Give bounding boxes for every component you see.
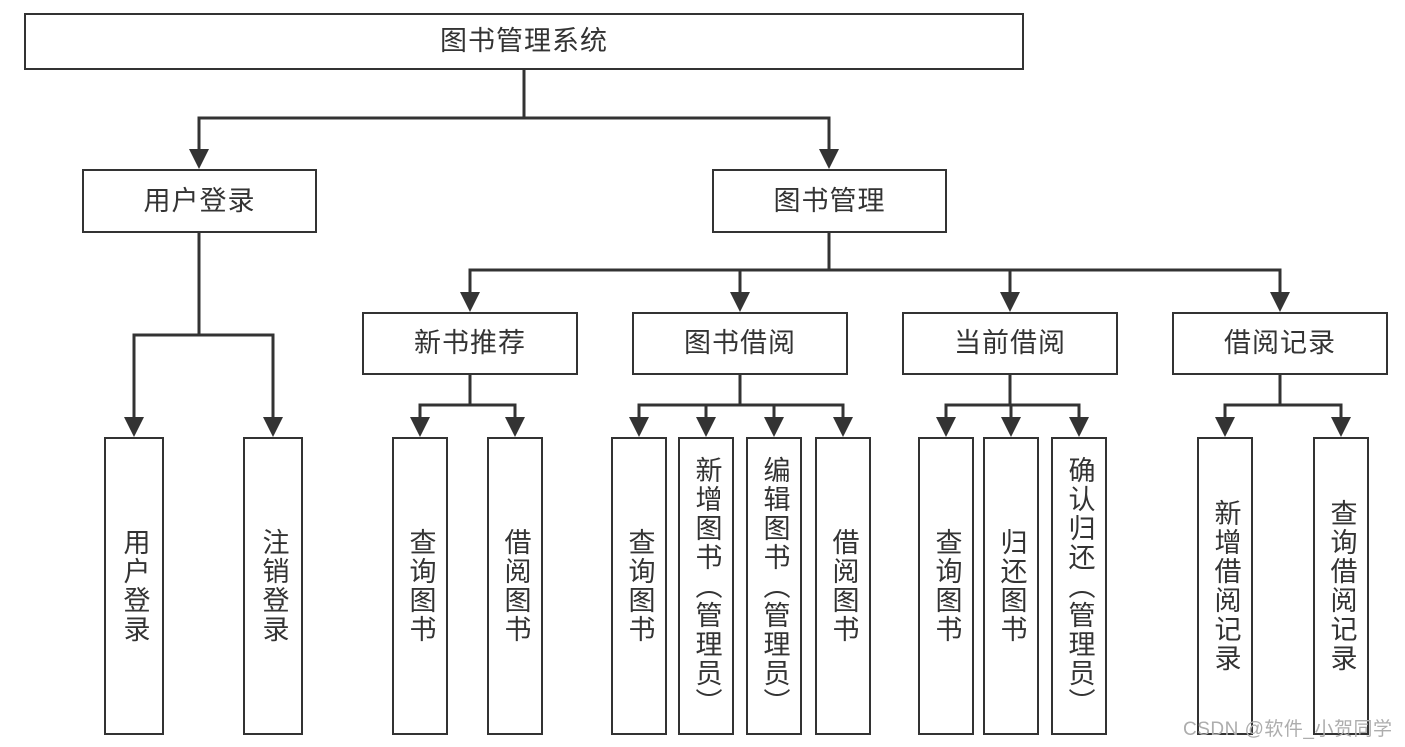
node-user-login-action: 用户登录 <box>104 437 164 735</box>
arrowhead <box>189 149 209 169</box>
node-user-login: 用户登录 <box>82 169 317 233</box>
node-bookborrow-borrow-books: 借阅图书 <box>815 437 871 735</box>
node-newbook-borrow-books: 借阅图书 <box>487 437 543 735</box>
arrowhead <box>936 417 956 437</box>
arrowhead <box>629 417 649 437</box>
node-label: 图书管理 <box>773 185 886 216</box>
node-current-borrow: 当前借阅 <box>902 312 1118 375</box>
arrowhead <box>1215 417 1235 437</box>
node-current-query-books: 查询图书 <box>918 437 974 735</box>
arrowhead <box>505 417 525 437</box>
arrowhead <box>1270 292 1290 312</box>
node-borrow-records: 借阅记录 <box>1172 312 1388 375</box>
node-label: 新书推荐 <box>414 328 526 358</box>
node-label: 编辑图书（管理员） <box>759 455 790 717</box>
node-records-query-borrow-record: 查询借阅记录 <box>1313 437 1369 735</box>
node-label: 借阅图书 <box>500 528 531 644</box>
node-label: 当前借阅 <box>954 328 1066 358</box>
arrowhead <box>1000 292 1020 312</box>
node-label: 查询借阅记录 <box>1326 499 1357 673</box>
arrowhead <box>696 417 716 437</box>
node-bookborrow-query-books: 查询图书 <box>611 437 667 735</box>
arrowhead <box>730 292 750 312</box>
arrowhead <box>1069 417 1089 437</box>
node-book-mgmt: 图书管理 <box>712 169 947 233</box>
node-label: 新增图书（管理员） <box>691 455 722 717</box>
watermark-text: CSDN @软件_小贺同学 <box>1183 719 1393 740</box>
node-label: 查询图书 <box>405 528 436 644</box>
arrowhead <box>1001 417 1021 437</box>
node-label: 查询图书 <box>931 528 962 644</box>
node-label: 用户登录 <box>143 185 256 216</box>
arrowhead <box>1331 417 1351 437</box>
node-library-system: 图书管理系统 <box>24 13 1024 70</box>
arrowhead <box>460 292 480 312</box>
node-label: 图书管理系统 <box>440 26 608 56</box>
node-newbook-query-books: 查询图书 <box>392 437 448 735</box>
arrowhead <box>124 417 144 437</box>
arrowhead <box>410 417 430 437</box>
node-bookborrow-add-books-admin: 新增图书（管理员） <box>678 437 734 735</box>
node-label: 用户登录 <box>119 528 150 644</box>
node-book-borrow: 图书借阅 <box>632 312 848 375</box>
arrowhead <box>263 417 283 437</box>
node-label: 新增借阅记录 <box>1210 499 1241 673</box>
node-label: 注销登录 <box>258 528 289 644</box>
node-label: 借阅图书 <box>828 528 859 644</box>
node-label: 图书借阅 <box>684 328 796 358</box>
node-current-return-books: 归还图书 <box>983 437 1039 735</box>
node-current-confirm-return-admin: 确认归还（管理员） <box>1051 437 1107 735</box>
node-records-add-borrow-record: 新增借阅记录 <box>1197 437 1253 735</box>
node-label: 查询图书 <box>624 528 655 644</box>
arrowhead <box>764 417 784 437</box>
node-bookborrow-edit-books-admin: 编辑图书（管理员） <box>746 437 802 735</box>
node-label: 借阅记录 <box>1224 328 1336 358</box>
node-logout-action: 注销登录 <box>243 437 303 735</box>
arrowhead <box>833 417 853 437</box>
arrowhead <box>819 149 839 169</box>
node-label: 确认归还（管理员） <box>1064 455 1095 717</box>
node-label: 归还图书 <box>996 528 1027 644</box>
node-new-book-rec: 新书推荐 <box>362 312 578 375</box>
